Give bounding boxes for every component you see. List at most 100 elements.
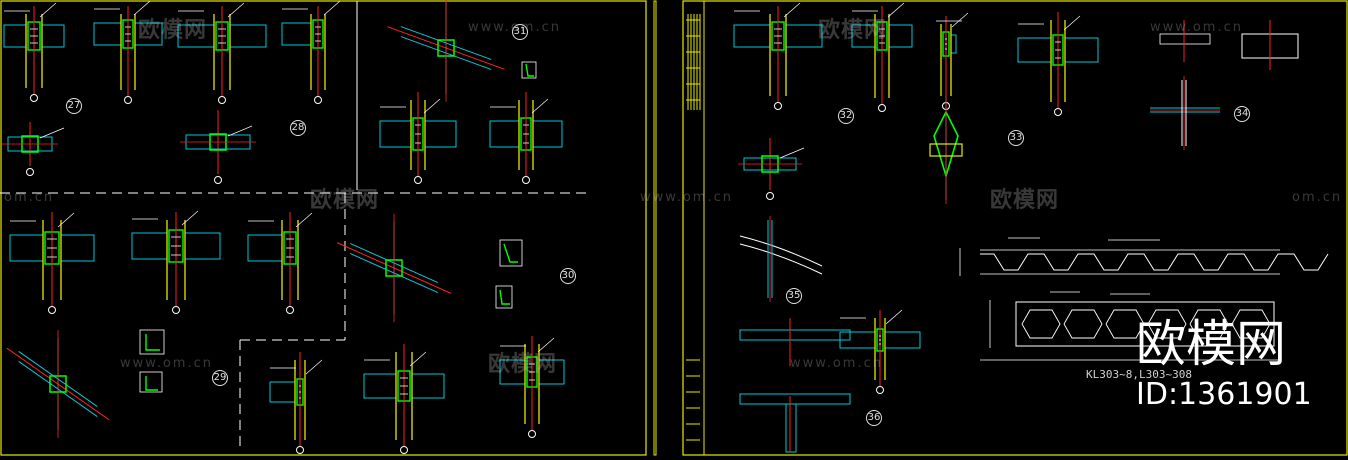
axis-bubble bbox=[124, 96, 132, 104]
column-web bbox=[785, 403, 797, 453]
beam-flange bbox=[363, 373, 397, 399]
beam-flange bbox=[269, 381, 296, 403]
connection-plate bbox=[929, 143, 963, 157]
asset-id: ID:1361901 bbox=[1136, 377, 1312, 412]
axis-bubble bbox=[214, 176, 222, 184]
section-detail bbox=[139, 371, 163, 393]
axis-bubble bbox=[528, 430, 536, 438]
detail-number-32: 32 bbox=[838, 108, 854, 124]
sheet-frame bbox=[682, 0, 1348, 456]
axis-bubble bbox=[30, 94, 38, 102]
leader-line bbox=[295, 212, 313, 228]
detail-number-34: 34 bbox=[1234, 106, 1250, 122]
beam-flange bbox=[411, 373, 445, 399]
leader-line bbox=[133, 0, 151, 16]
detail-number-33: 33 bbox=[1008, 130, 1024, 146]
beam-caption: KL303~8,L303~308 bbox=[1086, 368, 1192, 381]
leader-line bbox=[779, 147, 805, 159]
leader-line bbox=[227, 125, 253, 137]
hexagon-opening bbox=[1231, 309, 1271, 339]
axis-bubble bbox=[314, 96, 322, 104]
beam-flange bbox=[950, 34, 957, 54]
leader-line bbox=[39, 127, 65, 139]
leader-line bbox=[1063, 15, 1081, 31]
beam-flange bbox=[131, 232, 168, 260]
section-detail bbox=[521, 61, 537, 79]
beam-flange bbox=[424, 120, 457, 148]
curved-beam bbox=[739, 235, 823, 267]
beam-flange bbox=[1064, 37, 1099, 63]
beam-flange bbox=[177, 24, 215, 48]
axis-bubble bbox=[48, 306, 56, 314]
beam-flange bbox=[247, 234, 283, 262]
axis-bubble bbox=[774, 102, 782, 110]
beam-flange bbox=[9, 234, 44, 262]
axis-bubble bbox=[522, 176, 530, 184]
sheet-frame bbox=[0, 0, 647, 456]
beam-flange bbox=[884, 331, 921, 349]
beam-flange bbox=[851, 24, 876, 48]
leader-line bbox=[783, 2, 801, 18]
beam-flange bbox=[532, 120, 563, 148]
axis-bubble bbox=[218, 96, 226, 104]
leader-line bbox=[323, 0, 341, 16]
section-detail bbox=[139, 329, 165, 355]
section-detail bbox=[1159, 33, 1211, 45]
beam-flange bbox=[739, 393, 851, 405]
section-plate bbox=[525, 63, 534, 77]
beam-flange bbox=[93, 22, 122, 46]
axis-bubble bbox=[876, 386, 884, 394]
hexagon-opening bbox=[1021, 309, 1061, 339]
axis-bubble bbox=[400, 446, 408, 454]
axis-bubble bbox=[878, 104, 886, 112]
beam-flange bbox=[733, 24, 771, 48]
detail-number-36: 36 bbox=[866, 410, 882, 426]
beam-flange bbox=[1017, 37, 1052, 63]
beam-flange bbox=[60, 234, 95, 262]
beam-flange bbox=[41, 24, 65, 48]
leader-line bbox=[537, 337, 555, 353]
beam-flange bbox=[785, 24, 823, 48]
axis-bubble bbox=[1054, 108, 1062, 116]
section-detail bbox=[499, 239, 523, 267]
castellated-beam bbox=[1015, 301, 1275, 347]
deck-profile bbox=[980, 253, 1329, 271]
detail-number-35: 35 bbox=[786, 288, 802, 304]
beam-flange bbox=[739, 329, 851, 341]
axis-bubble bbox=[296, 446, 304, 454]
section-plate bbox=[145, 376, 158, 391]
beam-flange bbox=[134, 22, 163, 46]
axis-bubble bbox=[172, 306, 180, 314]
beam-flange bbox=[281, 22, 312, 46]
leader-line bbox=[887, 2, 905, 18]
beam-flange bbox=[888, 24, 913, 48]
axis-bubble bbox=[26, 168, 34, 176]
axis-bubble bbox=[414, 176, 422, 184]
section-plate bbox=[145, 334, 160, 351]
beam-flange bbox=[3, 24, 27, 48]
detail-number-31: 31 bbox=[512, 24, 528, 40]
section-detail bbox=[495, 285, 513, 309]
section-plate bbox=[499, 289, 510, 305]
beam-flange bbox=[489, 120, 520, 148]
beam-flange bbox=[379, 120, 412, 148]
beam-flange bbox=[184, 232, 221, 260]
leader-line bbox=[305, 359, 323, 375]
leader-line bbox=[885, 309, 903, 325]
leader-line bbox=[951, 12, 969, 28]
axis-bubble bbox=[286, 306, 294, 314]
axis-bubble bbox=[766, 192, 774, 200]
hexagon-opening bbox=[1063, 309, 1103, 339]
leader-line bbox=[57, 212, 75, 228]
beam-flange bbox=[499, 359, 526, 385]
leader-line bbox=[181, 210, 199, 226]
beam-flange bbox=[538, 359, 565, 385]
leader-line bbox=[227, 2, 245, 18]
leader-line bbox=[39, 2, 57, 18]
leader-line bbox=[423, 98, 441, 114]
brand-overlay: 欧模网 bbox=[1136, 315, 1286, 373]
beam-flange bbox=[229, 24, 267, 48]
leader-line bbox=[409, 351, 427, 367]
